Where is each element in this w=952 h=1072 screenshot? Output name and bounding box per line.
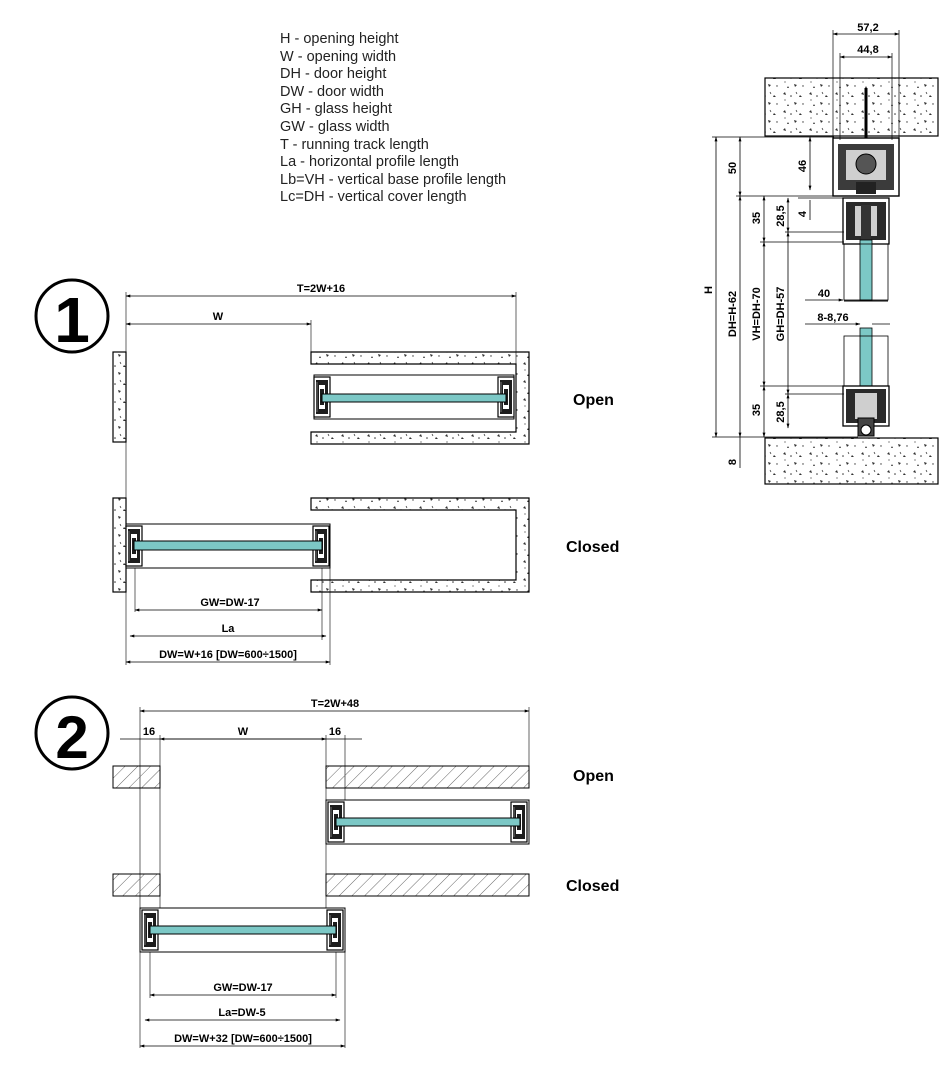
variant2-opening-dim: W	[238, 726, 249, 738]
legend-item: Lb=VH - vertical base profile length	[280, 171, 507, 188]
legend-item: GH - glass height	[280, 101, 393, 118]
dim-28-5-bottom: 28,5	[775, 401, 787, 422]
variant2-track-dim: T=2W+48	[311, 698, 359, 710]
variant2-open-label: Open	[573, 768, 614, 785]
legend-list: H - opening height W - opening width DH …	[280, 31, 506, 207]
legend-item: La - horizontal profile length	[280, 154, 459, 171]
variant1-open-label: Open	[573, 392, 614, 409]
variant2-right-wall-closed	[325, 873, 530, 897]
dim-dh: DH=H-62	[727, 291, 739, 337]
ceiling-slab	[764, 77, 939, 137]
variant2-number: 2	[55, 704, 88, 771]
variant2-right-wall-open	[325, 765, 530, 789]
variant2-door-dim: DW=W+32 [DW=600÷1500]	[174, 1033, 312, 1045]
variant2-left-wall-open	[112, 765, 161, 789]
dim-8: 8	[727, 459, 739, 465]
dim-glass-thickness: 8-8,76	[817, 312, 848, 324]
variant1-opening-dim: W	[213, 311, 224, 323]
legend-item: DH - door height	[280, 66, 387, 83]
legend-item: W - opening width	[280, 48, 397, 65]
glass-upper	[859, 239, 873, 301]
dim-28-5-top: 28,5	[775, 205, 787, 226]
dim-gh: GH=DH-57	[775, 287, 787, 342]
glass-lower	[859, 327, 873, 387]
variant1-profile-dim: La	[222, 623, 236, 635]
legend-item: Lc=DH - vertical cover length	[280, 189, 467, 206]
variant2-closed-glass	[149, 925, 337, 935]
dim-h: H	[703, 286, 715, 294]
legend-item: T - running track length	[280, 136, 429, 153]
variant1-glass-dim: GW=DW-17	[200, 597, 259, 609]
variant1-pocket-wall-closed	[310, 497, 530, 593]
variant2-profile-dim: La=DW-5	[218, 1007, 265, 1019]
floor-slab	[764, 437, 939, 485]
variant2-badge	[34, 695, 110, 771]
variant1-closed-glass	[133, 540, 323, 551]
variant1-number: 1	[54, 284, 90, 356]
legend-item: H - opening height	[280, 31, 399, 47]
legend-item: GW - glass width	[280, 118, 390, 135]
legend-item: DW - door width	[280, 83, 384, 100]
dim-vh: VH=DH-70	[751, 287, 763, 341]
variant2-closed-label: Closed	[566, 878, 620, 895]
variant2-gap-right-dim: 16	[329, 726, 341, 738]
variant2-gap-left-dim: 16	[143, 726, 155, 738]
dim-44-8: 44,8	[857, 44, 878, 56]
dim-50: 50	[727, 162, 739, 174]
dim-40: 40	[818, 288, 830, 300]
variant2-glass-dim: GW=DW-17	[213, 982, 272, 994]
variant2-left-wall-closed	[112, 873, 161, 897]
variant2-open-glass	[335, 817, 521, 827]
variant1-plan: 1 T=2W+16 W GW=DW-17 La	[34, 278, 530, 665]
variant1-pocket-wall-open	[310, 351, 530, 445]
dim-35-top: 35	[751, 212, 763, 224]
dim-35-bottom: 35	[751, 404, 763, 416]
variant1-closed-label: Closed	[566, 539, 620, 556]
dim-57-2: 57,2	[857, 22, 878, 34]
cross-section: 57,2 44,8 H DH=H-62 50 VH=DH-70 35 35 GH…	[703, 22, 939, 485]
dim-4: 4	[797, 210, 809, 217]
variant1-door-dim: DW=W+16 [DW=600÷1500]	[159, 649, 297, 661]
dim-46: 46	[797, 160, 809, 172]
variant2-plan: 2 T=2W+48 16 W 16 GW=DW-17	[34, 695, 530, 1048]
variant1-open-glass	[321, 393, 507, 403]
variant1-badge	[34, 278, 110, 354]
variant1-track-dim: T=2W+16	[297, 283, 345, 295]
